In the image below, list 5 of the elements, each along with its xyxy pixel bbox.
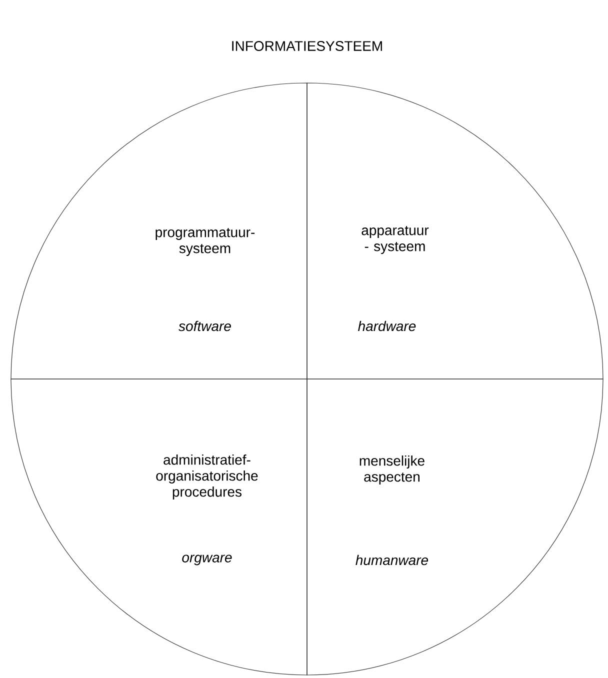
quadrant: apparatuur - systeem hardware [306, 82, 604, 380]
title: INFORMATIESYSTEEM [232, 41, 382, 51]
quadrant: menselijke aspecten humanware [306, 378, 604, 676]
quadrant: programmatuur- systeem software [10, 82, 308, 380]
quadrant: administratief- organisatorische procedures orgware [10, 378, 308, 676]
